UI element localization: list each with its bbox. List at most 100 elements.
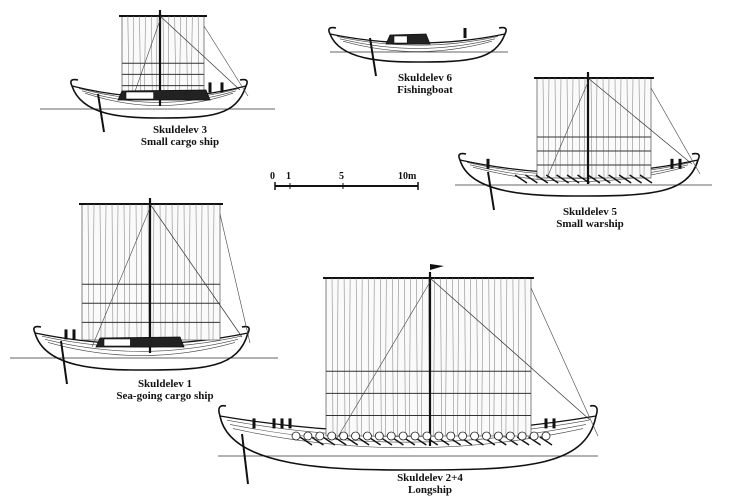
oar xyxy=(556,174,570,184)
sail-cloth xyxy=(200,203,203,341)
hull-strake xyxy=(44,339,239,352)
scale-label-1: 1 xyxy=(286,171,291,182)
crew-figure xyxy=(272,418,276,429)
crew-figure xyxy=(72,329,76,340)
sail-cloth xyxy=(433,277,435,437)
sail-cloth xyxy=(99,203,102,341)
sail-cloth xyxy=(343,277,346,437)
ship-name: Skuldelev 1 xyxy=(137,378,193,390)
crew-figure xyxy=(288,418,292,429)
sail-cloth xyxy=(505,277,508,437)
sail-cloth xyxy=(212,203,215,341)
shroud xyxy=(131,19,161,101)
sail-cloth xyxy=(127,15,130,97)
sail-cloth xyxy=(421,277,423,437)
sail-cloth xyxy=(452,277,454,437)
sail-cloth xyxy=(152,203,155,341)
oar xyxy=(639,174,653,184)
crew-figure xyxy=(220,82,224,93)
sail-cloth xyxy=(542,77,545,179)
sail-cloth xyxy=(626,77,629,179)
oar xyxy=(539,436,553,446)
sail-cloth xyxy=(140,203,143,341)
ship-type: Longship xyxy=(407,484,453,496)
sail xyxy=(536,77,652,179)
sail-cloth xyxy=(392,277,394,437)
shield xyxy=(482,431,491,441)
shield xyxy=(458,431,468,441)
oar xyxy=(587,174,601,184)
sail-cloth xyxy=(397,277,399,437)
sail-cloth xyxy=(132,15,134,97)
hull xyxy=(328,26,507,63)
oar xyxy=(333,436,347,446)
steering-oar xyxy=(60,340,68,385)
shield xyxy=(291,431,301,441)
caption-skuldelev-1: Skuldelev 1 Sea-going cargo ship xyxy=(90,378,240,402)
shield xyxy=(470,431,479,441)
sail-cloth xyxy=(643,77,646,179)
sail-cloth xyxy=(524,277,527,437)
ship-name: Skuldelev 6 xyxy=(397,72,453,84)
sail-cloth xyxy=(144,15,146,97)
ship-name: Skuldelev 2+4 xyxy=(397,472,463,484)
sail-cloth xyxy=(566,77,569,179)
sail-cloth xyxy=(583,77,586,179)
sail-cloth xyxy=(512,277,515,437)
oar xyxy=(618,174,632,184)
caption-skuldelev-3: Skuldelev 3 Small cargo ship xyxy=(120,124,240,148)
brace xyxy=(219,213,251,344)
hull xyxy=(33,325,250,371)
sail-cloth xyxy=(139,15,141,97)
oar xyxy=(577,174,590,184)
hull-strake xyxy=(229,424,587,443)
sail-cloth xyxy=(207,203,210,341)
sail-cloth xyxy=(488,277,491,437)
ship-name: Skuldelev 5 xyxy=(562,206,618,218)
ship-type: Small cargo ship xyxy=(140,136,220,148)
ship-type: Fishingboat xyxy=(397,84,453,96)
mast-pennant xyxy=(430,264,444,270)
shield xyxy=(398,431,408,441)
scale-label-5: 5 xyxy=(339,171,344,182)
sail-cloth xyxy=(500,277,503,437)
forestay xyxy=(587,77,693,165)
sail-cloth xyxy=(595,77,598,179)
sail-cloth xyxy=(404,277,406,437)
shroud xyxy=(335,281,431,441)
sail-cloth xyxy=(159,203,162,341)
scale-label-10m: 10m xyxy=(398,171,417,182)
shield xyxy=(339,431,349,441)
sail-cloth xyxy=(162,15,165,97)
sail-cloth xyxy=(385,277,387,437)
ship-skuldelev-3 xyxy=(40,10,275,133)
hull-strake xyxy=(472,166,686,182)
ship-type: Sea-going cargo ship xyxy=(116,390,214,402)
shield xyxy=(363,431,372,441)
crew-figure xyxy=(670,158,674,169)
sail-cloth xyxy=(355,277,358,437)
crew-figure xyxy=(552,418,556,429)
cargo xyxy=(385,33,431,45)
sail-cloth xyxy=(638,77,641,179)
ship-skuldelev-2-4 xyxy=(218,264,599,485)
sail-cloth xyxy=(128,203,131,341)
hull xyxy=(218,404,598,471)
caption-skuldelev-2-4: Skuldelev 2+4 Longship xyxy=(365,472,495,496)
steering-oar xyxy=(241,433,249,485)
cargo-crate xyxy=(125,91,154,100)
cargo-crate xyxy=(103,338,131,347)
hull-strake xyxy=(47,342,236,356)
oar xyxy=(514,174,528,184)
shield xyxy=(386,431,396,441)
sail-cloth xyxy=(195,203,198,341)
scale-label-0: 0 xyxy=(270,171,275,182)
shield xyxy=(315,431,325,441)
sail-cloth xyxy=(147,203,150,341)
sail-cloth xyxy=(464,277,466,437)
shield xyxy=(327,431,337,441)
sail-cloth xyxy=(176,203,179,341)
hull-strake xyxy=(342,40,493,52)
brace xyxy=(530,287,599,437)
sail-cloth xyxy=(554,77,557,179)
